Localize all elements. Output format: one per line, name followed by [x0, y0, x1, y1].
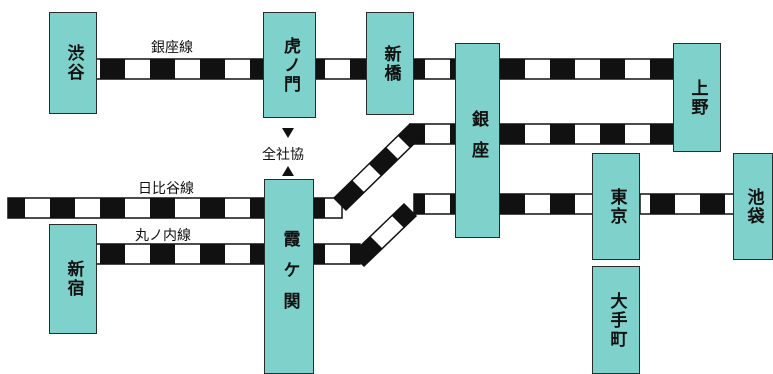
ginza-line-track-1: [95, 58, 267, 80]
marunouchi-line-label: 丸ノ内線: [135, 228, 191, 244]
station-tokyo[interactable]: 東京: [592, 153, 640, 260]
ginza-line-track-3: [413, 58, 457, 80]
station-ueno-label: 上野: [687, 78, 708, 117]
station-shinjuku[interactable]: 新宿: [49, 224, 97, 334]
station-ginza[interactable]: 銀座: [455, 43, 500, 238]
station-ueno[interactable]: 上野: [673, 43, 721, 152]
station-shibuya[interactable]: 渋谷: [49, 12, 97, 114]
hibiya-line-track-2: [313, 197, 343, 219]
zenshakyo-label: 全社協: [262, 147, 304, 163]
hibiya-line-label: 日比谷線: [138, 181, 194, 197]
hibiya-line-track-4: [498, 123, 674, 145]
hibiya-line-diagonal: [332, 122, 424, 212]
station-kasumigaseki-label: 霞ケ関: [279, 230, 300, 323]
station-ikebukuro-label: 池袋: [743, 187, 764, 226]
station-ikebukuro[interactable]: 池袋: [733, 153, 773, 260]
station-shibuya-label: 渋谷: [63, 44, 84, 82]
station-shinbashi-label: 新橋: [380, 44, 401, 83]
station-ginza-label: 銀座: [468, 109, 488, 172]
marunouchi-line-diagonal: [350, 202, 418, 268]
marunouchi-line-track-3: [413, 193, 457, 215]
station-otemachi-label: 大手町: [606, 291, 627, 349]
marunouchi-line-track-4: [498, 193, 594, 215]
hibiya-line-track-1: [7, 197, 265, 219]
station-shinbashi[interactable]: 新橋: [366, 12, 414, 115]
ginza-line-track-2: [315, 58, 369, 80]
ginza-line-track-4: [498, 58, 674, 80]
marunouchi-line-track-5: [639, 193, 735, 215]
station-toranomon-label: 虎ノ門: [280, 36, 300, 94]
marunouchi-line-track-1: [95, 243, 265, 265]
arrow-up-icon: [282, 166, 294, 176]
ginza-line-label: 銀座線: [151, 40, 193, 56]
station-toranomon[interactable]: 虎ノ門: [263, 12, 316, 118]
station-kasumigaseki[interactable]: 霞ケ関: [264, 179, 314, 374]
arrow-down-icon: [282, 128, 294, 138]
station-shinjuku-label: 新宿: [63, 260, 84, 298]
station-tokyo-label: 東京: [606, 187, 627, 226]
station-otemachi[interactable]: 大手町: [592, 266, 640, 374]
